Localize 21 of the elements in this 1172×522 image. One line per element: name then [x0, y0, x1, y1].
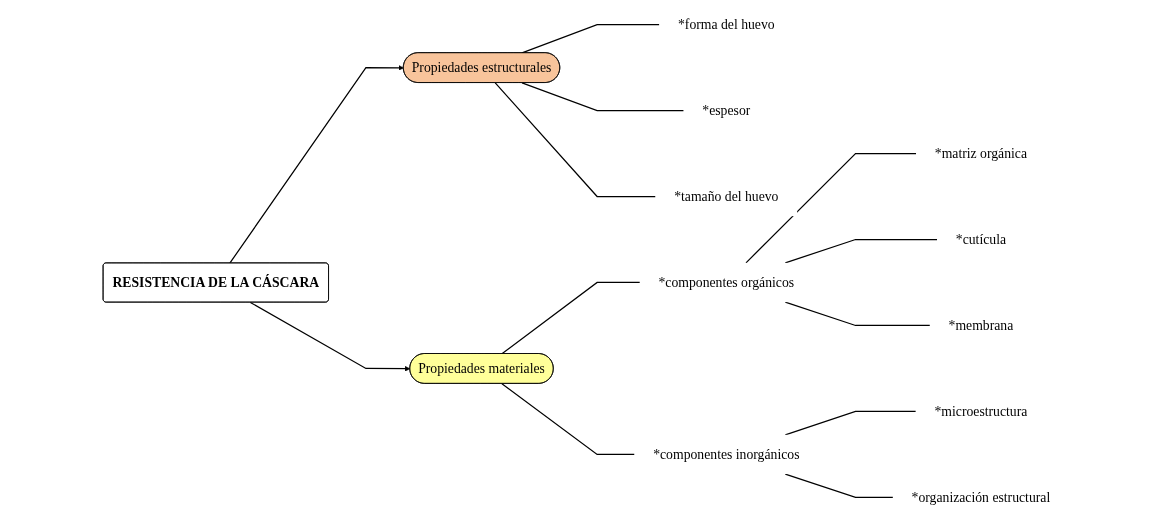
node-text: *microestructura [934, 403, 1028, 420]
arrow [249, 301, 411, 372]
node-text: *membrana [948, 317, 1014, 334]
node-text: *forma del huevo [678, 16, 775, 33]
node-text: *tamaño del huevo [674, 188, 779, 205]
node-text: *componentes orgánicos [658, 274, 795, 291]
connector [501, 281, 641, 355]
connector [501, 383, 636, 456]
connector [784, 238, 938, 264]
connector [745, 152, 917, 264]
connector [784, 410, 917, 436]
node-text: *matriz orgánica [934, 145, 1028, 162]
node-text: *cutícula [955, 231, 1007, 248]
connector [784, 301, 931, 327]
node-text: *componentes inorgánicos [653, 446, 800, 463]
connector [494, 82, 657, 198]
arrow [229, 65, 404, 264]
node-text: *organización estructural [911, 489, 1051, 506]
connector [784, 473, 894, 498]
node-text: *espesor [702, 102, 751, 119]
connector [521, 82, 685, 112]
